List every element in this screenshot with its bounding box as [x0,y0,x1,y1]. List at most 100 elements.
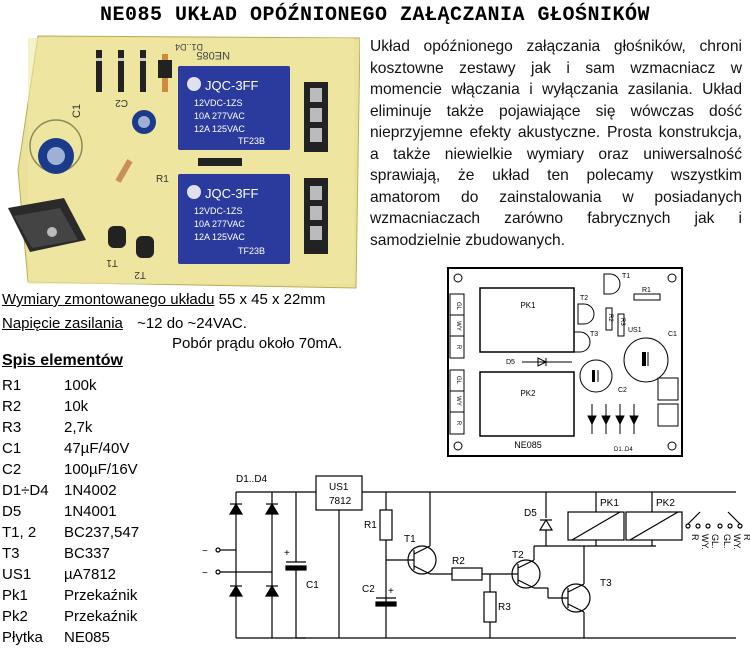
pcb-r1 [633,293,661,301]
photo-connectors [304,82,328,254]
sch-out1-r: R [690,534,700,541]
pcb-t1-label: T1 [622,273,630,280]
supply-label: Napięcie zasilania [2,315,123,332]
pcb-pk2-label: PK2 [520,389,536,398]
pcb-pk1 [479,287,575,353]
photo-relay-2: JQC-3FF 12VDC-1ZS 10A 277VAC 12A 125VAC … [178,174,290,264]
sch-c1-label: C1 [306,580,319,591]
pcb-c2-label: C2 [618,387,627,394]
sch-t3-label: T3 [600,578,612,589]
relay1-line3: 12A 125VAC [194,124,245,134]
photo-board-label: NE085 [196,49,230,61]
sch-r2-label: R2 [452,556,465,567]
pcb-wy-1: WY [455,321,461,331]
relay1-line2: 10A 277VAC [194,111,245,121]
sch-out1-gl: GL. [710,534,720,549]
photo-c2-label: C2 [115,97,128,108]
sch-d14-label: D1..D4 [236,474,268,485]
sch-ac-1: ~ [202,546,208,557]
board-photo: NE085 D1..D4 JQC-3FF 12VDC-1ZS 10A 277VA… [8,35,360,289]
supply-value: ~12 do ~24VAC. [137,315,247,332]
photo-t2-label: T2 [134,269,146,280]
sch-pk2-label: PK2 [656,498,675,509]
sch-c2-plus: + [388,586,394,597]
photo-r1-label: R1 [156,174,169,185]
photo-board-label2: D1..D4 [175,42,203,52]
sch-t1-label: T1 [404,534,416,545]
schematic-diagram: D1..D4 US1 7812 ~ ~ + C1 R1 C2 + T1 R2 R… [202,474,750,639]
pcb-gl-1: GL [455,302,461,311]
spec-current: Pobór prądu około 70mA. [172,335,343,352]
pcb-layout: GL WY R GL WY R PK1 PK2 T1 T2 T3 R1 R2 R… [447,267,683,457]
sch-us1-label: US1 [329,482,349,493]
pcb-c2 [579,359,613,393]
sch-us1-value: 7812 [329,496,352,507]
photo-regulator-heatsink [8,198,86,252]
pcb-d14-label: D1..D4 [614,447,633,453]
photo-resistor [115,159,133,183]
dimensions-label: Wymiary zmontowanego układu [2,291,215,308]
relay1-brand: JQC-3FF [205,78,259,93]
pcb-c1 [623,337,669,383]
photo-t1 [108,226,126,248]
dimensions-value: 55 x 45 x 22mm [218,291,326,308]
spec-dimensions: Wymiary zmontowanego układu 55 x 45 x 22… [2,290,325,310]
sch-ac-2: ~ [202,568,208,579]
sch-r3-label: R3 [498,602,511,613]
sch-c1-plus: + [284,548,290,559]
pcb-t3-label: T3 [590,331,598,338]
pcb-name: NE085 [514,440,542,450]
photo-t1-label: T1 [106,257,118,268]
relay1-line4: TF23B [238,136,265,146]
photo-t2 [136,236,154,258]
relay2-line1: 12VDC-1ZS [194,206,243,216]
pcb-t1 [603,273,621,295]
relay2-line2: 10A 277VAC [194,219,245,229]
photo-diodes [96,50,172,92]
photo-c1-label: C1 [71,104,83,118]
sch-pk1-label: PK1 [600,498,619,509]
description-text: Układ opóźnionego załączania głośników, … [370,38,742,249]
pcb-t2-label: T2 [580,295,588,302]
spec-supply: Napięcie zasilania ~12 do ~24VAC. [2,314,247,334]
pcb-d5-label: D5 [506,359,515,366]
pcb-r2-label: R2 [607,314,613,322]
pcb-r2 [605,307,613,331]
sch-r1-label: R1 [364,520,377,531]
pcb-diode-bridge [587,404,639,434]
sch-out1-wy: WY. [700,534,710,550]
pcb-t3 [573,331,591,353]
pcb-pk1-label: PK1 [520,301,536,310]
pcb-r-2: R [455,421,461,426]
page-title: NE085 UKŁAD OPÓŹNIONEGO ZAŁĄCZANIA GŁOŚN… [99,4,651,27]
pcb-us1-label: US1 [628,327,642,334]
pcb-wy-2: WY [455,396,461,406]
pcb-r1-label: R1 [642,287,651,294]
sch-out2-gl: GL. [722,534,732,549]
pcb-r3-label: R3 [619,318,625,326]
photo-relay-1: JQC-3FF 12VDC-1ZS 10A 277VAC 12A 125VAC … [178,66,290,150]
pcb-r-1: R [455,345,461,350]
pcb-pk2 [479,371,575,437]
pcb-c1-label: C1 [668,331,677,338]
sch-out2-wy: WY. [732,534,742,550]
sch-out2-r: R [742,534,750,541]
photo-d5 [198,158,242,166]
sch-d5-label: D5 [524,508,537,519]
relay2-brand: JQC-3FF [205,186,259,201]
pcb-r3 [617,313,625,337]
relay1-line1: 12VDC-1ZS [194,98,243,108]
pcb-gl-2: GL [455,376,461,385]
